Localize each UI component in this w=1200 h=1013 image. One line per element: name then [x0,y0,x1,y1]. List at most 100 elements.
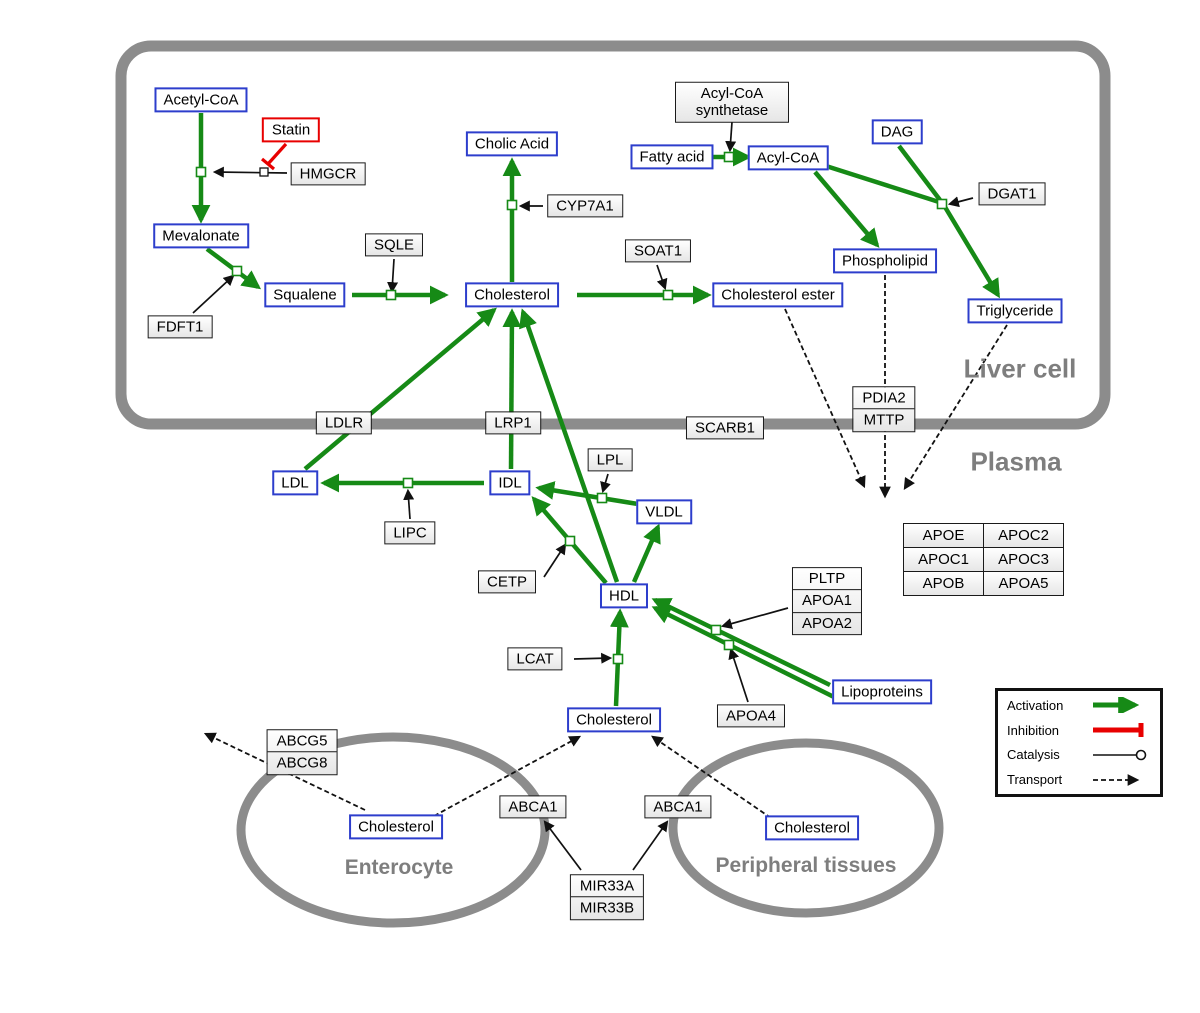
gene-mttp: MTTP [853,408,915,431]
gene-apoc3: APOC3 [984,548,1063,571]
gene-abca1-peripheral: ABCA1 [644,795,712,819]
peripheral-tissues-membrane [668,738,944,918]
gene-dgat1: DGAT1 [978,182,1046,206]
metabolite-idl: IDL [489,470,531,496]
gene-hmgcr: HMGCR [290,162,366,186]
inhibition-tbar-icon [1093,723,1144,738]
gene-lcat: LCAT [507,647,563,671]
apolipoprotein-table: APOE APOC2 APOC1 APOC3 APOB APOA5 [903,523,1064,596]
gene-apoa1: APOA1 [792,589,862,611]
gene-apoa2: APOA2 [792,611,862,634]
gene-pdia2: PDIA2 [862,389,906,407]
statin-inhibition-tbar [260,157,276,171]
catalysis-mir33-to-abca1-right [632,820,669,871]
gene-cetp: CETP [477,570,537,594]
catalysis-sqle [387,258,399,294]
edge-dag-to-dgat-junction [897,144,942,202]
activation-edge-stems [825,144,942,205]
metabolite-lipoproteins: Lipoproteins [832,679,932,705]
legend-row-transport: Transport [998,772,1160,788]
gene-lipc: LIPC [384,521,436,545]
legend-activation-label: Activation [1007,697,1064,713]
metabolite-vldl: VLDL [636,499,692,525]
catalysis-acyl-coa-synthetase [725,121,737,153]
gene-stack-pltp-apoa: PLTP APOA1 APOA2 [791,567,863,635]
metabolite-acyl-coa: Acyl-CoA [747,145,829,171]
edge-lipoproteins-to-hdl-lower [651,605,840,702]
catalysis-pltp-apoa [720,607,789,629]
peripheral-tissues-label: Peripheral tissues [715,854,897,877]
gene-stack-mir33: MIR33A MIR33B [569,874,645,920]
metabolite-cholesterol-ester: Cholesterol ester [712,282,844,308]
drug-statin: Statin [261,117,321,143]
catalysis-apoa4 [728,647,749,703]
metabolite-cholesterol-enterocyte: Cholesterol [349,814,443,840]
catalysis-edges [192,121,974,871]
metabolite-mevalonate: Mevalonate [153,223,249,249]
gene-abcg8: ABCG8 [267,751,337,774]
transport-enterocyte-cholesterol-to-plasma [433,735,582,817]
metabolite-hdl: HDL [599,583,649,609]
gene-apoc2: APOC2 [984,524,1063,547]
metabolite-triglyceride: Triglyceride [967,298,1063,324]
gene-apoc1: APOC1 [904,548,983,571]
inhibition-edge-statin [260,142,288,171]
legend-row-catalysis: Catalysis [998,747,1160,763]
edge-lipoproteins-to-hdl-upper [651,597,831,688]
gene-mir33a: MIR33A [579,877,635,895]
liver-cell-label: Liver cell [963,353,1077,384]
metabolite-dag: DAG [871,119,923,145]
edge-hdl-to-vldl [631,523,661,583]
gene-apob: APOB [904,572,983,595]
metabolite-cholesterol-liver: Cholesterol [465,282,559,308]
gene-fdft1: FDFT1 [147,315,213,339]
catalysis-lcat [573,652,613,664]
edge-dgat-junction-to-triglyceride [943,205,1000,299]
catalysis-soat1 [656,264,668,291]
transport-dashed-arrow-icon [1093,773,1140,786]
legend-inhibition-label: Inhibition [1007,722,1060,738]
gene-lpl: LPL [587,448,633,472]
metabolite-ldl: LDL [272,470,318,496]
gene-cyp7a1: CYP7A1 [547,194,623,218]
catalysis-lipc [403,488,415,520]
edge-hdl-to-cholesterol [519,308,620,583]
gene-apoe: APOE [904,524,983,547]
catalysis-dgat1 [947,196,974,208]
enterocyte-label: Enterocyte [344,856,454,879]
gene-sqle: SQLE [364,233,424,257]
legend: Activation Inhibition Catalysis Transpor… [995,688,1163,797]
transport-cholesterol-ester-to-plasma [784,308,866,489]
statin-inhibition-line [266,142,288,166]
catalysis-lpl [600,473,611,494]
gene-mir33b: MIR33B [570,896,644,919]
metabolite-cholesterol-plasma: Cholesterol [567,707,661,733]
metabolite-cholic-acid: Cholic Acid [465,131,559,157]
edge-idl-to-cholesterol-via-lrp1 [502,308,522,470]
reaction-nodes [195,151,948,665]
catalysis-circle-icon [1093,749,1147,761]
legend-row-activation: Activation [998,697,1160,714]
catalysis-fdft1 [192,274,235,314]
gene-stack-pdia2-mttp: PDIA2 MTTP [852,386,916,432]
gene-abcg5: ABCG5 [276,732,328,750]
gene-stack-abcg: ABCG5 ABCG8 [266,729,338,775]
gene-scarb1: SCARB1 [685,416,765,440]
metabolite-cholesterol-peripheral: Cholesterol [765,815,859,841]
edge-acylcoa-to-phospholipid [813,170,880,248]
edge-acylcoa-to-dgat-junction [825,163,940,205]
gene-apoa4: APOA4 [716,704,786,728]
gene-soat1: SOAT1 [624,239,692,263]
metabolite-squalene: Squalene [264,282,346,308]
edge-ldl-to-cholesterol-via-ldlr [303,307,497,471]
metabolite-acetyl-coa: Acetyl-CoA [154,87,248,113]
gene-pltp: PLTP [808,570,846,588]
gene-apoa5: APOA5 [984,572,1063,595]
transport-triglyceride-to-plasma [903,324,1008,490]
plasma-label: Plasma [970,446,1062,477]
activation-arrow-icon [1093,697,1140,714]
gene-abca1-enterocyte: ABCA1 [499,795,567,819]
metabolite-phospholipid: Phospholipid [833,248,937,274]
